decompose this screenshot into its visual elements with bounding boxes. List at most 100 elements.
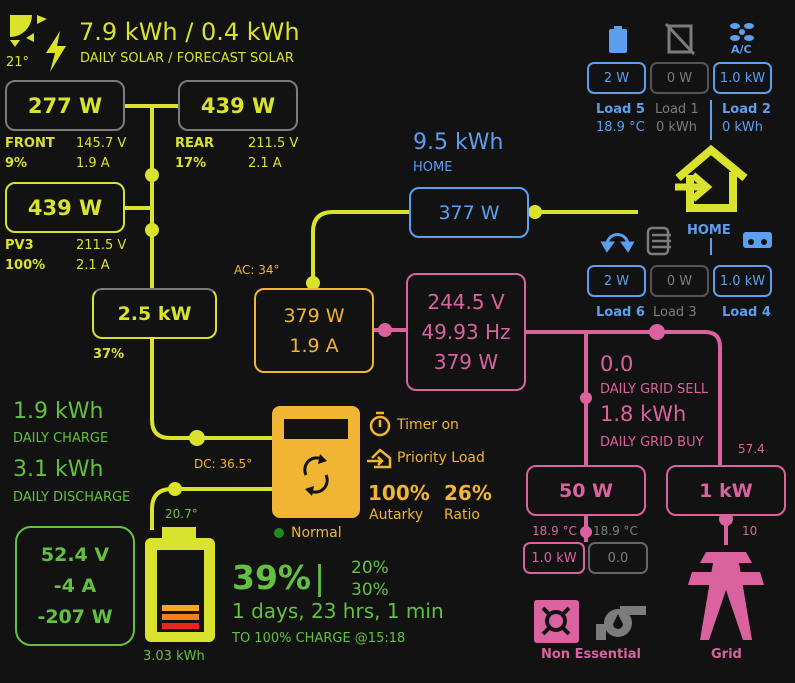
non-essential-label: Non Essential bbox=[541, 647, 641, 662]
pv3-power[interactable]: 439 W bbox=[5, 182, 125, 233]
home-line bbox=[311, 210, 638, 288]
battery-charge-time: TO 100% CHARGE @15:18 bbox=[232, 631, 406, 646]
grid-label: Grid bbox=[711, 647, 742, 662]
pump-icon bbox=[596, 606, 646, 640]
inverter-status: Normal bbox=[291, 525, 342, 541]
battery-power: -207 W bbox=[37, 606, 113, 628]
solar-total-power[interactable]: 2.5 kW bbox=[92, 288, 217, 339]
grid-ac-power: 379 W bbox=[433, 350, 499, 374]
battery-soc: 39% bbox=[232, 558, 311, 597]
pv2-power[interactable]: 439 W bbox=[178, 80, 298, 131]
grid-bottom-value: 10 bbox=[742, 524, 758, 538]
flow-dot bbox=[378, 323, 392, 337]
pv1-name: FRONT bbox=[5, 136, 55, 151]
battery-voltage: 52.4 V bbox=[40, 544, 110, 566]
flow-dot bbox=[580, 526, 592, 538]
flow-dot bbox=[168, 482, 182, 496]
battery-icon bbox=[145, 527, 215, 642]
load3-heater-icon bbox=[646, 226, 671, 256]
load2-fan-icon bbox=[730, 23, 754, 41]
ac-temp: AC: 34° bbox=[234, 263, 280, 277]
battery-readings[interactable]: 52.4 V -4 A -207 W bbox=[15, 526, 135, 646]
solar-total-percent: 37% bbox=[93, 347, 125, 362]
timer-status[interactable]: Timer on bbox=[397, 417, 459, 433]
load1-name: Load 1 bbox=[655, 102, 699, 117]
load5-battery-icon bbox=[609, 26, 627, 53]
weather-temp: 21° bbox=[6, 55, 30, 70]
inverter-output[interactable]: 379 W 1.9 A bbox=[254, 288, 374, 373]
dc-temp: DC: 36.5° bbox=[194, 457, 253, 471]
pv1-voltage: 145.7 V bbox=[76, 136, 127, 151]
flow-dot bbox=[145, 223, 159, 237]
load4-power[interactable]: 1.0 kW bbox=[713, 265, 772, 297]
battery-energy: 3.03 kWh bbox=[143, 649, 205, 664]
battery-level-bar bbox=[162, 605, 199, 611]
shutdown-soc: 20% bbox=[351, 558, 389, 578]
pv3-voltage: 211.5 V bbox=[76, 238, 127, 253]
weather-sun-icon bbox=[10, 15, 47, 47]
load1-extra: 0 kWh bbox=[656, 120, 698, 135]
battery-current: -4 A bbox=[53, 575, 97, 597]
daily-charge-value: 1.9 kWh bbox=[13, 399, 104, 424]
daily-grid-buy-label: DAILY GRID BUY bbox=[600, 435, 704, 450]
load6-name: Load 6 bbox=[596, 305, 645, 320]
daily-discharge-label: DAILY DISCHARGE bbox=[13, 490, 131, 505]
pv3-name: PV3 bbox=[5, 238, 34, 253]
load1-power[interactable]: 0 W bbox=[650, 62, 709, 94]
ne-load2-temp: 18.9 °C bbox=[593, 524, 638, 538]
priority-load-icon bbox=[367, 448, 392, 469]
load2-name: Load 2 bbox=[722, 102, 771, 117]
ratio-label: Ratio bbox=[444, 507, 480, 523]
load6-power[interactable]: 2 W bbox=[587, 265, 646, 297]
pv2-voltage: 211.5 V bbox=[248, 136, 299, 151]
battery-duration: 1 days, 23 hrs, 1 min bbox=[232, 599, 444, 623]
timer-icon bbox=[369, 411, 391, 437]
grid-ac-readings[interactable]: 244.5 V 49.93 Hz 379 W bbox=[406, 273, 526, 391]
home-daily-value: 9.5 kWh bbox=[413, 130, 504, 155]
pv1-percent: 9% bbox=[5, 156, 28, 171]
ratio-value: 26% bbox=[444, 481, 492, 505]
pv2-current: 2.1 A bbox=[248, 156, 282, 171]
load1-dishwasher-off-icon bbox=[664, 22, 696, 56]
grid-power[interactable]: 1 kW bbox=[666, 465, 786, 516]
load5-name: Load 5 bbox=[596, 102, 645, 117]
flow-dot bbox=[580, 392, 592, 404]
flow-dot bbox=[145, 168, 159, 182]
arrow-icon bbox=[675, 172, 713, 202]
pv2-name: REAR bbox=[175, 136, 214, 151]
load4-name: Load 4 bbox=[722, 305, 771, 320]
non-essential-power[interactable]: 50 W bbox=[526, 465, 646, 516]
grid-frequency: 49.93 Hz bbox=[421, 320, 511, 344]
pv1-power[interactable]: 277 W bbox=[5, 80, 125, 131]
battery-level-bar bbox=[162, 623, 199, 629]
home-daily-label: HOME bbox=[413, 160, 453, 175]
load2-extra: 0 kWh bbox=[722, 120, 764, 135]
load6-refresh-icon bbox=[600, 233, 635, 253]
inverter-current: 1.9 A bbox=[289, 334, 339, 357]
load5-extra: 18.9 °C bbox=[596, 120, 645, 135]
daily-charge-label: DAILY CHARGE bbox=[13, 431, 109, 446]
daily-grid-sell-label: DAILY GRID SELL bbox=[600, 382, 709, 397]
priority-load-status[interactable]: Priority Load bbox=[397, 450, 485, 466]
home-power[interactable]: 377 W bbox=[409, 187, 529, 238]
pv2-percent: 17% bbox=[175, 156, 207, 171]
load3-power[interactable]: 0 W bbox=[650, 265, 709, 297]
load5-power[interactable]: 2 W bbox=[587, 62, 646, 94]
non-essential-icon bbox=[534, 600, 579, 643]
daily-solar-label: DAILY SOLAR / FORECAST SOLAR bbox=[80, 51, 294, 66]
daily-grid-sell-value: 0.0 bbox=[600, 352, 634, 376]
daily-discharge-value: 3.1 kWh bbox=[13, 457, 104, 482]
home-import-icon bbox=[675, 144, 748, 212]
load2-power[interactable]: 1.0 kW bbox=[713, 62, 772, 94]
flow-dot bbox=[306, 276, 320, 290]
grid-voltage: 244.5 V bbox=[427, 290, 505, 314]
battery-temp: 20.7° bbox=[165, 507, 198, 521]
status-indicator-icon bbox=[274, 528, 284, 538]
load4-radio-icon bbox=[743, 232, 772, 248]
inverter-icon bbox=[272, 406, 360, 518]
ne-load2-power[interactable]: 0.0 bbox=[588, 542, 648, 574]
pv3-current: 2.1 A bbox=[76, 258, 110, 273]
daily-solar-value: 7.9 kWh / 0.4 kWh bbox=[79, 18, 300, 46]
ne-load1-power[interactable]: 1.0 kW bbox=[523, 542, 585, 574]
